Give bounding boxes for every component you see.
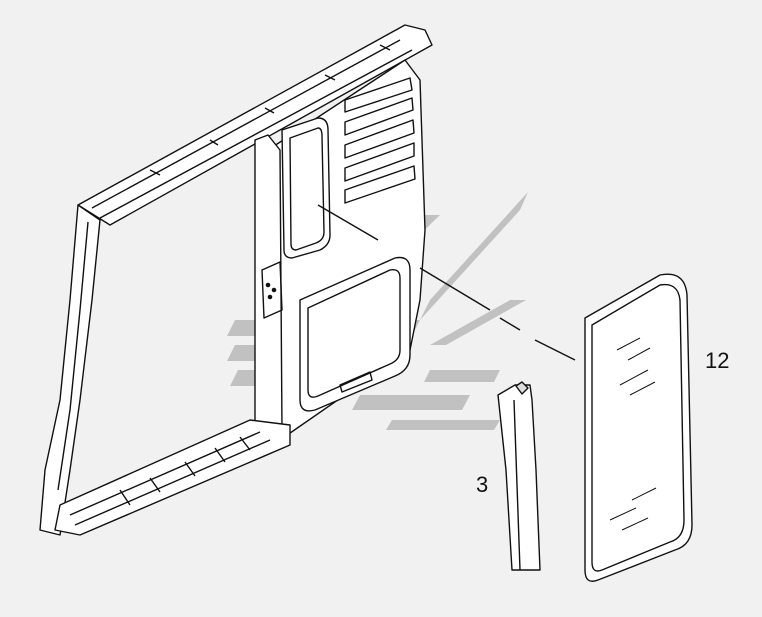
seal-strip-part-3 (497, 381, 541, 571)
callout-label-12: 12 (705, 348, 730, 373)
side-panel-frame (39, 24, 576, 536)
callout-label-3: 3 (476, 472, 489, 497)
glass-panel-part-12 (584, 273, 693, 582)
